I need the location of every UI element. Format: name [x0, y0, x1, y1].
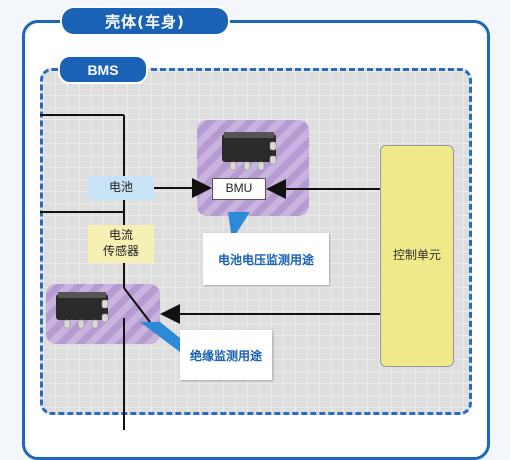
voltage-monitor-text: 电池电压监测用途	[217, 252, 314, 267]
current-sensor-block: 电流 传感器	[88, 225, 154, 263]
battery-block: 电池	[88, 176, 154, 200]
isolation-switch	[123, 287, 151, 323]
bmu-block: BMU	[212, 178, 266, 200]
body-frame-title: 壳体(车身)	[60, 6, 230, 36]
insulation-callout-pointer	[140, 322, 190, 352]
battery-label: 电池	[108, 180, 133, 195]
voltage-monitor-callout: 电池电压监测用途	[203, 233, 329, 285]
bms-frame-title: BMS	[58, 55, 148, 84]
insulation-monitor-text: 绝缘监测用途	[189, 348, 262, 363]
control-unit-block: 控制单元	[380, 145, 454, 367]
insulation-monitor-callout: 绝缘监测用途	[180, 330, 272, 380]
control-unit-label: 控制单元	[392, 248, 441, 263]
current-sensor-label-line2: 传感器	[102, 244, 139, 258]
ic-chip-icon	[222, 132, 277, 171]
ic-chip-icon	[56, 292, 109, 329]
bmu-label: BMU	[225, 181, 253, 196]
current-sensor-label-line1: 电流	[108, 228, 133, 243]
